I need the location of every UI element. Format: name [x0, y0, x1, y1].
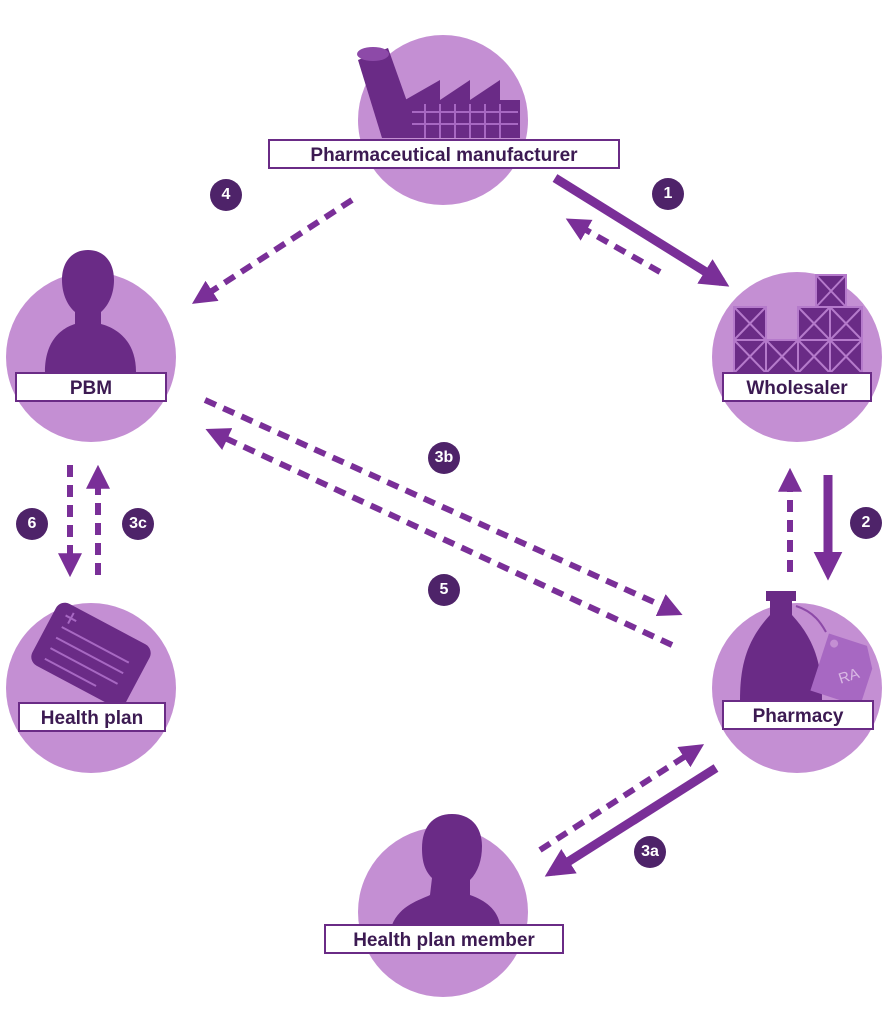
pharmacy-label: Pharmacy: [722, 700, 874, 730]
step-badge-2: 2: [850, 507, 882, 539]
arrow-3a-return: [538, 744, 705, 853]
arrow-5-pharmacy-to-pbm: [205, 428, 674, 648]
health-plan-label: Health plan: [18, 702, 166, 732]
manufacturer-label: Pharmaceutical manufacturer: [268, 139, 620, 169]
pbm-person-icon: [45, 250, 136, 372]
arrow-1-manufacturer-to-wholesaler: [552, 174, 730, 287]
step-badge-4: 4: [210, 179, 242, 211]
crates-icon: [733, 274, 863, 374]
health-card-icon: [31, 602, 151, 708]
arrow-4-manufacturer-to-pbm: [191, 197, 354, 304]
step-badge-6: 6: [16, 508, 48, 540]
step-badge-3a: 3a: [634, 836, 666, 868]
pbm-label: PBM: [15, 372, 167, 402]
step-badge-5: 5: [428, 574, 460, 606]
member-label: Health plan member: [324, 924, 564, 954]
factory-icon: [357, 47, 520, 138]
arrow-3b-pbm-to-pharmacy: [203, 397, 683, 617]
step-badge-3c: 3c: [122, 508, 154, 540]
wholesaler-label: Wholesaler: [722, 372, 872, 402]
medicine-bottle-icon: RA: [740, 591, 873, 707]
step-badge-3b: 3b: [428, 442, 460, 474]
arrow-1-return: [565, 218, 662, 275]
member-person-icon: [392, 814, 500, 925]
step-badge-1: 1: [652, 178, 684, 210]
arrow-3a-pharmacy-to-member: [544, 764, 719, 877]
pharmacy-tag-text: RA: [836, 665, 861, 688]
